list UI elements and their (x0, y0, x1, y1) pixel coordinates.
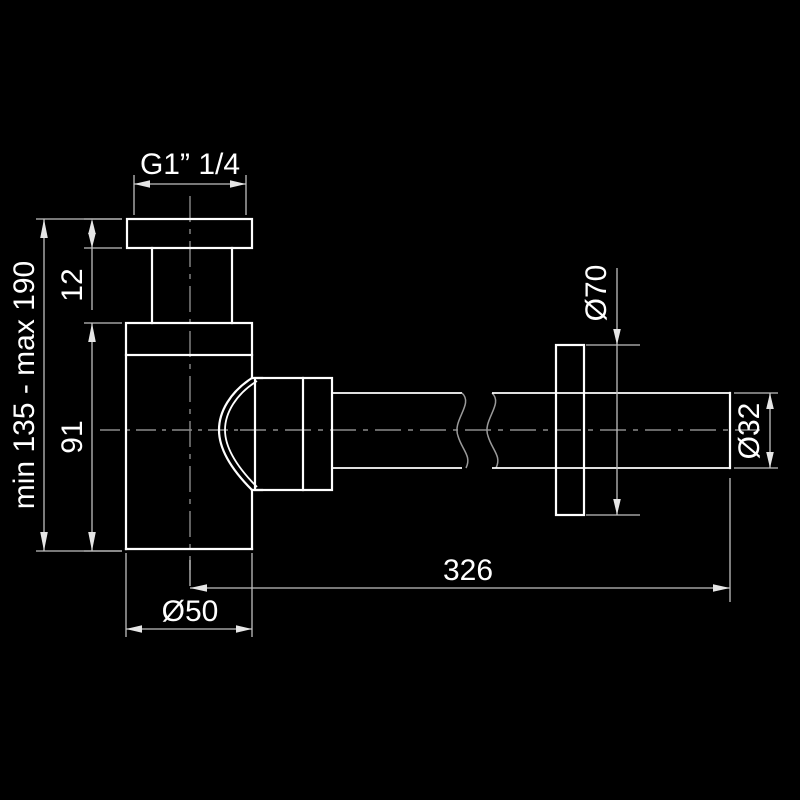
outlet-saddle-outer-curve (217, 376, 254, 492)
outlet-length-label: 326 (443, 554, 493, 587)
top-flange-rect (125, 217, 254, 250)
dimension-body-height: 91 (56, 322, 122, 552)
dimension-thread-top: G1” 1/4 (133, 148, 247, 215)
dimension-flange-thickness: 12 (56, 218, 122, 310)
outlet-nut-rect (253, 376, 334, 492)
height-range-arrow-top (40, 219, 48, 238)
height-range-arrow-bottom (40, 532, 48, 551)
pipe-dia-arrow-top (766, 393, 774, 409)
outlet-len-arrow-right (713, 584, 730, 592)
flange-thk-arrow-bottom (88, 233, 96, 248)
body-dia-arrow-right (236, 625, 252, 633)
body-diameter-label: Ø50 (162, 595, 219, 628)
upper-collar-rect (124, 321, 254, 357)
body-height-label: 91 (56, 420, 89, 453)
body-height-arrow-bottom (88, 532, 96, 551)
height-range-label: min 135 - max 190 (8, 261, 41, 509)
outlet-pipe-diameter-label: Ø32 (733, 403, 766, 460)
wall-flange-diameter-label: Ø70 (580, 265, 613, 322)
dimension-wall-flange-diameter: Ø70 (580, 265, 640, 516)
wall-flange-arrow-bottom (613, 499, 621, 515)
pipe-dia-arrow-bottom (766, 452, 774, 468)
trap-body-geometry (124, 217, 732, 551)
flange-thk-arrow-top (88, 219, 96, 234)
dimension-body-diameter: Ø50 (125, 553, 253, 637)
outlet-len-arrow-left (190, 584, 207, 592)
break-symbol-curve-left (456, 392, 469, 469)
thread-arrow-left (134, 180, 150, 188)
outlet-saddle-inner-curve (224, 380, 258, 488)
centerlines-group (100, 196, 760, 570)
dimension-outlet-length: 326 (189, 478, 731, 602)
dimension-height-range: min 135 - max 190 (8, 218, 122, 552)
thread-arrow-right (230, 180, 246, 188)
thread-dim-label: G1” 1/4 (140, 148, 240, 181)
body-dia-arrow-left (126, 625, 142, 633)
wall-flange-rect (554, 343, 586, 517)
wall-flange-arrow-top (613, 329, 621, 345)
body-height-arrow-top (88, 323, 96, 342)
flange-thickness-label: 12 (56, 268, 89, 301)
dimension-outlet-pipe-diameter: Ø32 (733, 392, 778, 469)
break-symbol-curve-right (486, 392, 499, 469)
